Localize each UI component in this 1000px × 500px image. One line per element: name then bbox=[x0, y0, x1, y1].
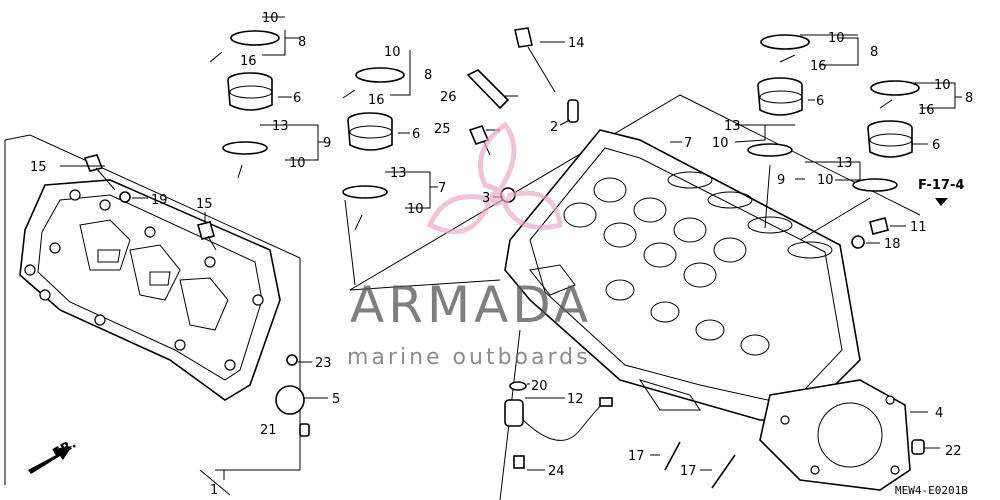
callout-17b: 17 bbox=[680, 464, 697, 479]
assembly-boundary-lines bbox=[4, 94, 921, 500]
callout-10g: 10 bbox=[712, 136, 729, 151]
armada-logo bbox=[426, 121, 563, 235]
callout-2: 2 bbox=[550, 120, 558, 135]
callout-6b: 6 bbox=[412, 127, 420, 142]
callout-13d: 13 bbox=[836, 156, 853, 171]
callout-9a: 9 bbox=[323, 136, 331, 151]
leader-lines bbox=[60, 16, 962, 480]
reference-arrow: F-17-4 bbox=[918, 178, 964, 206]
callout-23: 23 bbox=[315, 356, 332, 371]
callout-6a: 6 bbox=[293, 91, 301, 106]
callout-labels: 1 2 3 4 5 6 6 6 6 7 7 8 8 8 8 9 9 10 10 … bbox=[30, 11, 973, 498]
insulator-d bbox=[867, 120, 913, 158]
callout-16d: 16 bbox=[918, 103, 935, 118]
diagram-code: MEW4-E0201B bbox=[895, 484, 968, 497]
band-clamps bbox=[222, 30, 920, 199]
callout-21: 21 bbox=[260, 423, 277, 438]
callout-10f: 10 bbox=[934, 78, 951, 93]
cylinder-head-cover bbox=[19, 179, 281, 401]
callout-10d: 10 bbox=[407, 202, 424, 217]
callout-10e: 10 bbox=[828, 31, 845, 46]
head-gasket bbox=[759, 379, 911, 491]
callout-6d: 6 bbox=[932, 138, 940, 153]
watermark-title: ARMADA bbox=[350, 276, 592, 334]
intake-insulators bbox=[227, 72, 913, 158]
callout-8a: 8 bbox=[298, 35, 306, 50]
callout-10a: 10 bbox=[262, 11, 279, 26]
callout-8c: 8 bbox=[870, 45, 878, 60]
callout-15b: 15 bbox=[196, 197, 213, 212]
insulator-b bbox=[347, 112, 393, 151]
callout-22: 22 bbox=[945, 444, 962, 459]
callout-10c: 10 bbox=[289, 156, 306, 171]
callout-1: 1 bbox=[210, 483, 218, 498]
callout-20: 20 bbox=[531, 379, 548, 394]
insulator-a bbox=[227, 72, 273, 111]
insulator-c bbox=[757, 77, 803, 116]
callout-13c: 13 bbox=[724, 119, 741, 134]
callout-15a: 15 bbox=[30, 160, 47, 175]
small-parts bbox=[83, 27, 925, 489]
callout-10b: 10 bbox=[384, 45, 401, 60]
callout-9b: 9 bbox=[777, 173, 785, 188]
front-marker: FR. bbox=[28, 436, 79, 474]
callout-24: 24 bbox=[548, 464, 565, 479]
callout-17a: 17 bbox=[628, 449, 645, 464]
callout-13b: 13 bbox=[390, 166, 407, 181]
callout-10h: 10 bbox=[817, 173, 834, 188]
callout-11: 11 bbox=[910, 220, 927, 235]
callout-7a: 7 bbox=[438, 181, 446, 196]
callout-6c: 6 bbox=[816, 94, 824, 109]
callout-7b: 7 bbox=[684, 136, 692, 151]
callout-8d: 8 bbox=[965, 91, 973, 106]
watermark-subtitle: marine outboards bbox=[347, 345, 591, 370]
callout-16c: 16 bbox=[810, 59, 827, 74]
callout-5: 5 bbox=[332, 392, 340, 407]
callout-16b: 16 bbox=[368, 93, 385, 108]
cylinder-head bbox=[504, 129, 861, 421]
callout-13a: 13 bbox=[272, 119, 289, 134]
callout-14: 14 bbox=[568, 36, 585, 51]
callout-16a: 16 bbox=[240, 54, 257, 69]
callout-18: 18 bbox=[884, 237, 901, 252]
callout-19: 19 bbox=[151, 193, 168, 208]
callout-26: 26 bbox=[440, 90, 457, 105]
callout-25: 25 bbox=[434, 122, 451, 137]
callout-4: 4 bbox=[935, 406, 943, 421]
callout-12: 12 bbox=[567, 392, 584, 407]
front-marker-label: FR. bbox=[51, 436, 79, 461]
reference-label: F-17-4 bbox=[918, 178, 964, 193]
callout-8b: 8 bbox=[424, 68, 432, 83]
callout-3: 3 bbox=[482, 191, 490, 206]
